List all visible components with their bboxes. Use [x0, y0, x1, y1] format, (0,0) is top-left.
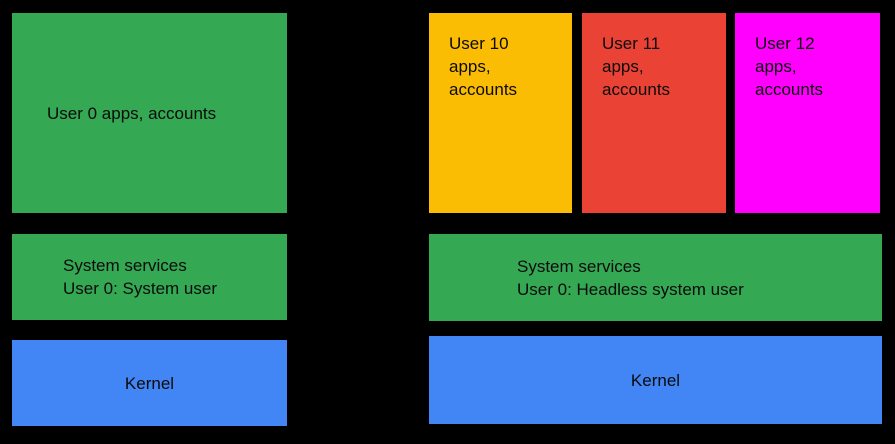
user-11-label-line2: apps, — [602, 57, 644, 76]
user-12-label-line1: User 12 — [755, 34, 815, 53]
user-11-apps-box: User 11 apps, accounts — [582, 13, 726, 213]
left-kernel-box: Kernel — [12, 340, 287, 426]
user-11-label-line3: accounts — [602, 80, 671, 99]
user-10-label-line1: User 10 — [449, 34, 509, 53]
user-10-apps-box: User 10 apps, accounts — [429, 13, 572, 213]
left-kernel-label: Kernel — [124, 373, 175, 393]
user-12-apps-box: User 12 apps, accounts — [735, 13, 880, 213]
right-kernel-label: Kernel — [630, 370, 681, 390]
user-11-label-line1: User 11 — [602, 34, 661, 53]
right-system-services-box: System services User 0: Headless system … — [429, 234, 882, 321]
user-12-label-line2: apps, — [755, 57, 797, 76]
left-system-services-label-line2: User 0: System user — [63, 279, 217, 298]
user-10-label-line2: apps, — [449, 57, 491, 76]
right-system-services-label-line1: System services — [517, 256, 641, 276]
left-system-services-label-line1: System services — [63, 256, 187, 275]
right-system-services-label-line2: User 0: Headless system user — [517, 279, 744, 299]
left-user0-apps-label: User 0 apps, accounts — [47, 103, 217, 123]
left-user0-apps-box: User 0 apps, accounts — [12, 13, 287, 213]
user-12-label-line3: accounts — [755, 80, 824, 99]
right-kernel-box: Kernel — [429, 336, 882, 424]
user-10-label-line3: accounts — [449, 80, 518, 99]
left-system-services-box: System services User 0: System user — [12, 234, 287, 320]
